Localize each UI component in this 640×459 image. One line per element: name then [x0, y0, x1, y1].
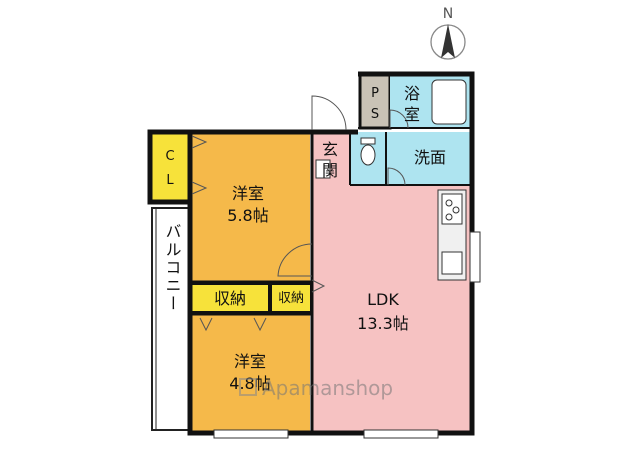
kitchen-counter — [437, 189, 481, 283]
ldk-door — [277, 243, 313, 277]
svg-text:L: L — [166, 173, 174, 188]
bath-door — [389, 109, 409, 129]
svg-text:浴: 浴 — [404, 84, 420, 103]
label-ps: P S — [371, 86, 379, 122]
washroom — [386, 132, 470, 185]
balcony — [151, 207, 191, 431]
svg-text:洋室: 洋室 — [234, 352, 266, 371]
compass-north-label: N — [443, 6, 453, 22]
label-entrance: 玄 関 — [322, 140, 338, 180]
label-bath: 浴 室 — [404, 84, 420, 124]
svg-text:洋室: 洋室 — [232, 184, 264, 203]
svg-text:Apamanshop: Apamanshop — [262, 376, 393, 400]
compass-icon: N — [430, 6, 466, 60]
svg-text:C: C — [165, 149, 174, 164]
label-storage-1: 収納 — [214, 289, 246, 308]
washroom-door — [387, 167, 406, 186]
closet-door-markers — [191, 135, 326, 332]
svg-text:5.8帖: 5.8帖 — [227, 206, 268, 225]
svg-text:S: S — [371, 107, 379, 122]
western-room-2 — [190, 314, 310, 432]
watermark: Apamanshop — [239, 376, 393, 400]
label-western-room-1: 洋室 5.8帖 — [227, 184, 268, 225]
svg-text:関: 関 — [322, 161, 338, 180]
label-ldk: LDK 13.3帖 — [357, 290, 409, 333]
svg-text:13.3帖: 13.3帖 — [357, 314, 409, 333]
walls — [187, 71, 475, 436]
label-balcony: バルコニー — [163, 223, 182, 313]
western-room-1 — [190, 132, 310, 282]
label-closet: C L — [165, 149, 174, 188]
closet-cl — [147, 129, 193, 205]
pipe-space — [358, 72, 392, 130]
windows — [213, 429, 439, 439]
label-washroom: 洗面 — [414, 148, 446, 167]
svg-text:P: P — [371, 86, 379, 101]
svg-text:LDK: LDK — [367, 290, 399, 309]
label-storage-2: 収納 — [278, 291, 304, 306]
entrance-door — [311, 95, 347, 131]
svg-text:玄: 玄 — [322, 140, 338, 159]
svg-text:室: 室 — [404, 105, 420, 124]
